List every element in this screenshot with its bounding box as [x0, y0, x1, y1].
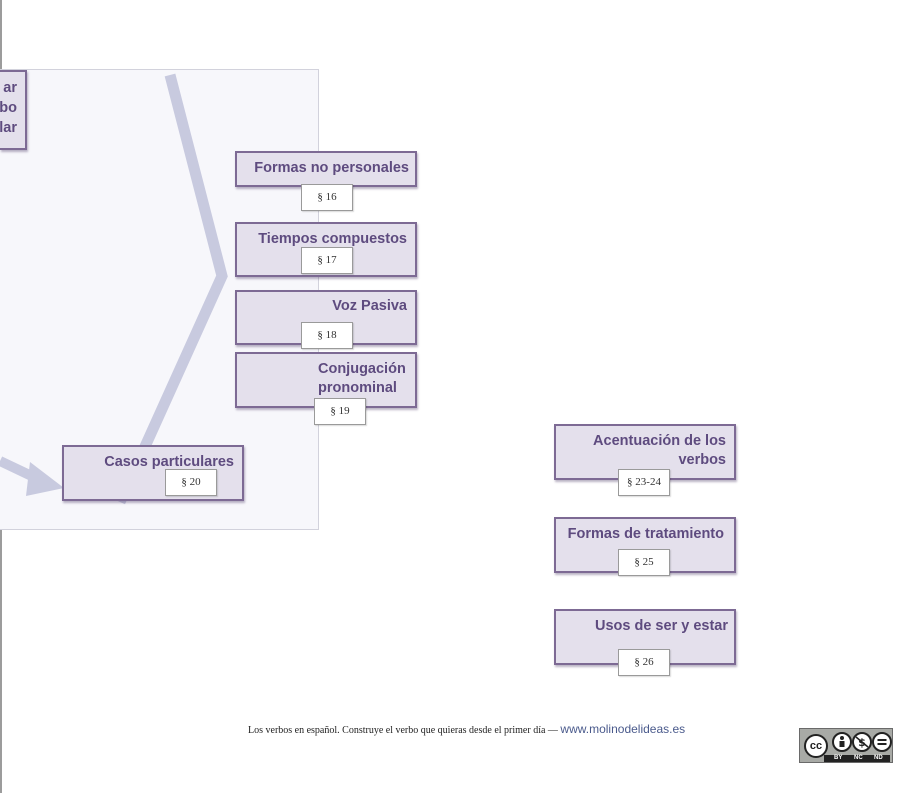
label-line: ar	[3, 80, 17, 96]
section-tag[interactable]: § 19	[314, 398, 366, 425]
node-formas-tratamiento[interactable]: Formas de tratamiento	[554, 517, 736, 573]
footer-link[interactable]: www.molinodelideas.es	[560, 722, 686, 736]
node-partial-top[interactable]: ar bo lar	[0, 70, 27, 150]
section-tag[interactable]: § 16	[301, 184, 353, 211]
section-tag[interactable]: § 17	[301, 247, 353, 274]
equals-icon	[877, 739, 887, 745]
node-label: Casos particulares	[104, 454, 234, 470]
label-line: pronominal	[318, 380, 397, 396]
node-tiempos-compuestos[interactable]: Tiempos compuestos	[235, 222, 417, 277]
section-tag[interactable]: § 25	[618, 549, 670, 576]
label-line: Acentuación de los	[593, 433, 726, 449]
noncommercial-icon: $	[852, 732, 872, 752]
footer-credit: Los verbos en español. Construye el verb…	[248, 722, 685, 736]
node-conjugacion-pronominal[interactable]: Conjugación pronominal	[235, 352, 417, 408]
node-label: Conjugación pronominal	[318, 360, 406, 398]
footer-text: Los verbos en español. Construye el verb…	[248, 725, 561, 736]
node-formas-no-personales[interactable]: Formas no personales	[235, 151, 417, 187]
license-label: NC	[854, 755, 863, 761]
label-line: verbos	[678, 452, 726, 468]
section-tag[interactable]: § 18	[301, 322, 353, 349]
bracket-connector	[114, 73, 228, 505]
label-line: bo	[0, 100, 17, 116]
node-label: Formas de tratamiento	[567, 526, 724, 542]
license-label: BY	[834, 755, 843, 761]
attribution-icon	[832, 732, 852, 752]
section-tag[interactable]: § 20	[165, 469, 217, 496]
label-line: lar	[0, 120, 17, 136]
section-tag[interactable]: § 26	[618, 649, 670, 676]
section-tag[interactable]: § 23-24	[618, 469, 670, 496]
noderivatives-icon	[872, 732, 892, 752]
person-icon	[839, 736, 845, 747]
license-label: ND	[874, 755, 883, 761]
no-dollar-icon: $	[855, 736, 869, 749]
node-label: Acentuación de los verbos	[593, 432, 726, 470]
cc-icon: cc	[804, 734, 828, 758]
label-line: Conjugación	[318, 361, 406, 377]
node-label: Voz Pasiva	[332, 298, 407, 314]
creative-commons-by-nc-nd-icon[interactable]: cc $ BY NC ND	[799, 728, 893, 763]
node-label: Tiempos compuestos	[258, 231, 407, 247]
node-label: Formas no personales	[254, 160, 409, 176]
node-partial-label: ar bo lar	[0, 78, 17, 138]
license-label-bar: BY NC ND	[824, 755, 890, 762]
arrow-head	[26, 462, 64, 496]
node-label: Usos de ser y estar	[595, 618, 728, 634]
